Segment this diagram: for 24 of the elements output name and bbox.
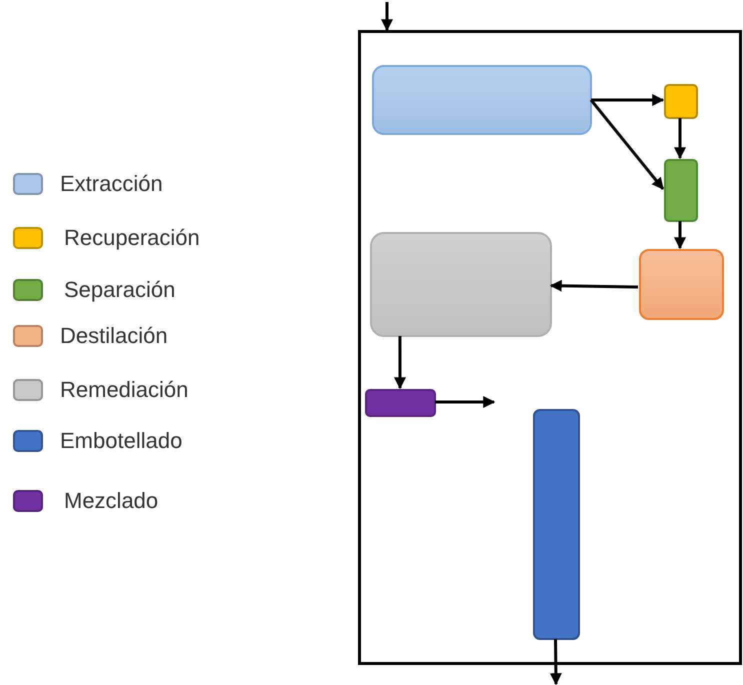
arrow xyxy=(590,99,664,190)
arrow xyxy=(394,336,406,390)
arrow xyxy=(591,94,664,106)
process-block xyxy=(372,65,592,135)
arrow xyxy=(550,280,638,292)
legend-label: Mezclado xyxy=(64,488,158,514)
arrow xyxy=(435,396,496,408)
process-block xyxy=(365,389,436,417)
arrow xyxy=(550,638,562,685)
process-block xyxy=(370,232,552,337)
legend-label: Embotellado xyxy=(60,428,182,454)
legend-label: Destilación xyxy=(60,323,168,349)
arrow xyxy=(381,2,393,32)
legend-label: Recuperación xyxy=(64,225,200,251)
arrow xyxy=(674,118,686,160)
arrow xyxy=(674,221,686,250)
process-block xyxy=(639,249,724,320)
legend-label: Separación xyxy=(64,277,176,303)
frame-box xyxy=(358,30,742,665)
process-block xyxy=(533,409,580,640)
legend-label: Remediación xyxy=(60,377,188,403)
process-block xyxy=(664,159,698,222)
process-block xyxy=(664,84,698,119)
legend-label: Extracción xyxy=(60,171,163,197)
